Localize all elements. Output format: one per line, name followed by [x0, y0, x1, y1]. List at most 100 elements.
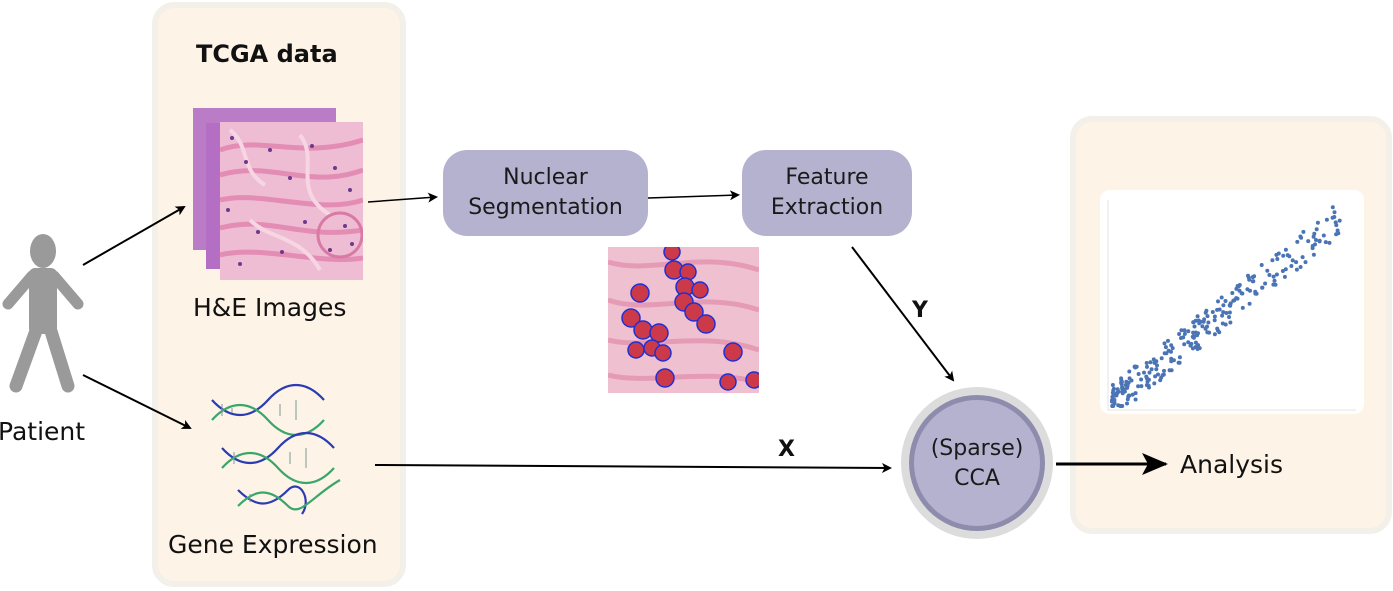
scatter-point	[1139, 377, 1144, 382]
scatter-point	[1295, 239, 1300, 244]
scatter-point	[1271, 274, 1276, 279]
scatter-point	[1247, 277, 1252, 282]
cca-label: (Sparse) CCA	[914, 434, 1040, 494]
scatter-point	[1294, 260, 1299, 265]
scatter-point	[1126, 380, 1131, 385]
cca-line1: (Sparse)	[930, 436, 1024, 461]
scatter-point	[1169, 359, 1174, 364]
scatter-point	[1149, 367, 1154, 372]
scatter-point	[1271, 282, 1276, 287]
scatter-point	[1323, 240, 1328, 245]
scatter-point	[1212, 332, 1217, 337]
scatter-point	[1197, 321, 1202, 326]
scatter-point	[1136, 384, 1141, 389]
scatter-point	[1210, 310, 1215, 314]
scatter-point	[1188, 343, 1193, 348]
arrow-gene-to-cca	[374, 462, 892, 473]
scatter-point	[1314, 227, 1319, 232]
scatter-point	[1283, 247, 1288, 252]
feature-line2: Extraction	[770, 195, 884, 220]
scatter-point	[1290, 258, 1295, 263]
scatter-point	[1270, 258, 1275, 263]
scatter-point	[1182, 331, 1187, 336]
scatter-point	[1223, 299, 1228, 303]
cca-line2: CCA	[954, 466, 1000, 491]
scatter-point	[1247, 301, 1252, 306]
scatter-point	[1228, 303, 1233, 308]
scatter-point	[1182, 328, 1187, 333]
scatter-point	[1129, 378, 1134, 383]
y-arrow-label: Y	[912, 298, 928, 323]
scatter-point	[1139, 384, 1144, 389]
scatter-point	[1265, 268, 1270, 273]
scatter-point	[1154, 367, 1159, 372]
scatter-point	[1177, 332, 1182, 336]
scatter-point	[1240, 291, 1245, 296]
scatter-point	[1310, 244, 1315, 248]
scatter-point	[1205, 324, 1209, 329]
scatter-point	[1259, 263, 1264, 267]
scatter-point	[1215, 307, 1220, 312]
scatter-plot	[1100, 190, 1364, 414]
x-arrow-label: X	[778, 437, 795, 462]
scatter-point	[1283, 267, 1288, 272]
scatter-point	[1159, 356, 1164, 361]
scatter-point	[1147, 385, 1151, 390]
scatter-point	[1282, 274, 1287, 279]
scatter-point	[1298, 234, 1303, 239]
scatter-point	[1212, 314, 1217, 319]
scatter-point	[1111, 388, 1116, 393]
scatter-point	[1203, 310, 1208, 315]
tcga-data-panel	[152, 2, 406, 587]
scatter-point	[1125, 401, 1129, 406]
scatter-point	[1276, 251, 1281, 256]
scatter-point	[1294, 267, 1299, 272]
scatter-point	[1163, 345, 1168, 350]
scatter-point	[1120, 391, 1125, 396]
scatter-point	[1227, 310, 1232, 315]
scatter-point	[1224, 311, 1229, 315]
scatter-point	[1267, 273, 1272, 277]
arrow-patient-to-gene	[82, 374, 192, 429]
scatter-point	[1275, 257, 1280, 261]
scatter-point	[1206, 320, 1211, 325]
scatter-point	[1153, 374, 1158, 379]
scatter-point	[1197, 346, 1202, 351]
scatter-point	[1161, 372, 1166, 377]
nuclear-segmentation-box: Nuclear Segmentation	[443, 150, 648, 236]
scatter-point	[1330, 205, 1335, 210]
scatter-point	[1200, 324, 1205, 329]
scatter-point	[1169, 368, 1174, 373]
segmentation-line1: Nuclear	[503, 165, 588, 190]
scatter-point	[1324, 217, 1329, 222]
scatter-point	[1148, 360, 1153, 365]
scatter-point	[1192, 324, 1197, 329]
scatter-point	[1186, 329, 1191, 334]
he-images-stack	[193, 108, 363, 280]
scatter-point	[1246, 273, 1250, 278]
scatter-point	[1330, 215, 1335, 220]
scatter-point	[1336, 231, 1341, 236]
scatter-point	[1303, 260, 1308, 265]
scatter-point	[1235, 296, 1240, 301]
scatter-point	[1205, 314, 1210, 319]
scatter-point	[1317, 239, 1322, 244]
scatter-point	[1207, 330, 1212, 335]
scatter-point	[1274, 272, 1279, 277]
scatter-point	[1179, 336, 1183, 340]
scatter-point	[1114, 391, 1119, 395]
scatter-point	[1220, 321, 1225, 326]
scatter-point	[1176, 360, 1181, 365]
scatter-point	[1110, 383, 1115, 387]
scatter-point	[1312, 231, 1317, 236]
scatter-point	[1155, 363, 1159, 368]
scatter-point	[1115, 387, 1120, 392]
scatter-point	[1145, 364, 1149, 369]
scatter-point	[1142, 370, 1146, 375]
scatter-point	[1166, 338, 1170, 343]
dna-icon	[211, 384, 341, 515]
scatter-point	[1158, 378, 1163, 383]
scatter-point	[1298, 265, 1303, 269]
scatter-point	[1237, 288, 1242, 293]
